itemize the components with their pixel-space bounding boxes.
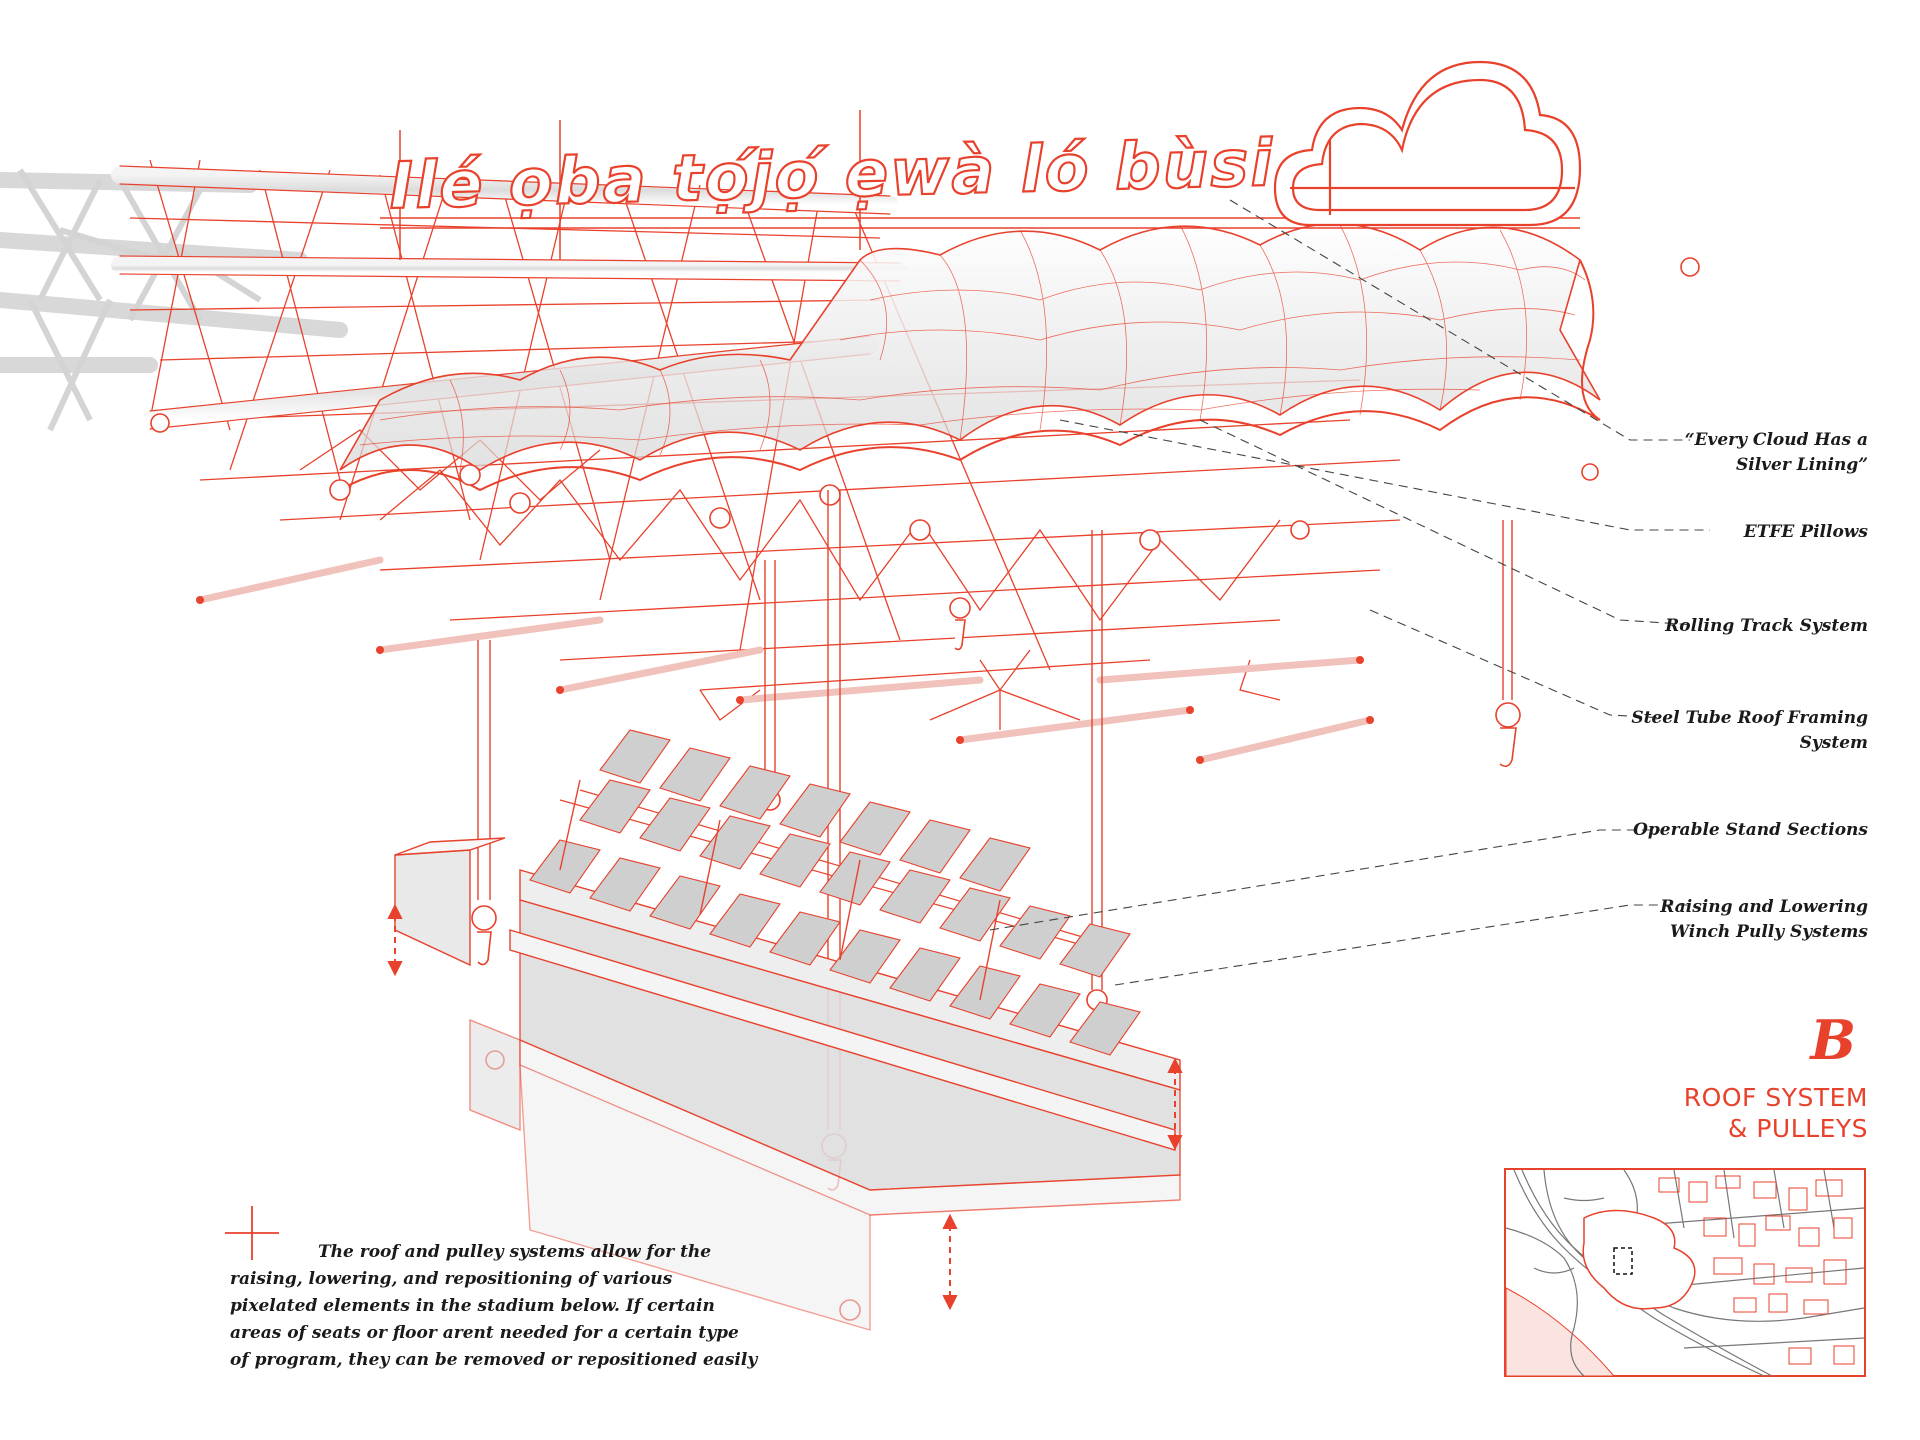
- callout-winch-pulley: Raising and Lowering Winch Pully Systems: [1660, 895, 1868, 945]
- vertical-movement-arrows: [387, 903, 1183, 1311]
- rolling-track-rollers: [150, 257, 1700, 551]
- callout-line: “Every Cloud Has a: [1684, 430, 1868, 450]
- callout-line: Steel Tube Roof Framing: [1631, 708, 1868, 728]
- callout-roof-framing: Steel Tube Roof Framing System: [1631, 706, 1868, 756]
- cloud-sign-icon: [1273, 60, 1582, 227]
- site-location-map: [1504, 1168, 1866, 1377]
- faded-truss-left: [0, 168, 348, 432]
- description-paragraph: The roof and pulley systems allow for th…: [230, 1242, 758, 1370]
- callout-leader-lines: [989, 199, 1710, 986]
- pulley-hook-icon: [949, 597, 971, 651]
- callout-line: System: [1799, 733, 1868, 753]
- section-letter: B: [1810, 1008, 1856, 1072]
- callout-line: Winch Pully Systems: [1669, 922, 1868, 942]
- site-marker: [1613, 1247, 1633, 1275]
- crosshair-marker-icon: [225, 1206, 279, 1260]
- sign-yoruba-text: Ilé ọba tọ́jọ́ ẹwà ló bùsi: [388, 127, 1275, 224]
- callout-line: Rolling Track System: [1665, 616, 1868, 636]
- pulley-hook-icon: [1495, 702, 1521, 768]
- operable-stand-section: [394, 729, 1181, 1331]
- callout-line: Operable Stand Sections: [1633, 820, 1868, 840]
- callout-line: ETFE Pillows: [1743, 522, 1868, 542]
- callout-operable-stands: Operable Stand Sections: [1633, 818, 1868, 843]
- section-title: ROOF SYSTEM & PULLEYS: [1683, 1083, 1868, 1143]
- callout-every-cloud: “Every Cloud Has a Silver Lining”: [1685, 428, 1868, 478]
- pulley-hook-icon: [471, 905, 497, 966]
- callout-etfe-pillows: ETFE Pillows: [1744, 520, 1868, 545]
- etfe-pillows-canopy: [339, 222, 1601, 492]
- callout-rolling-track: Rolling Track System: [1665, 614, 1868, 639]
- callout-line: Raising and Lowering: [1660, 897, 1868, 917]
- callout-line: Silver Lining”: [1735, 455, 1868, 475]
